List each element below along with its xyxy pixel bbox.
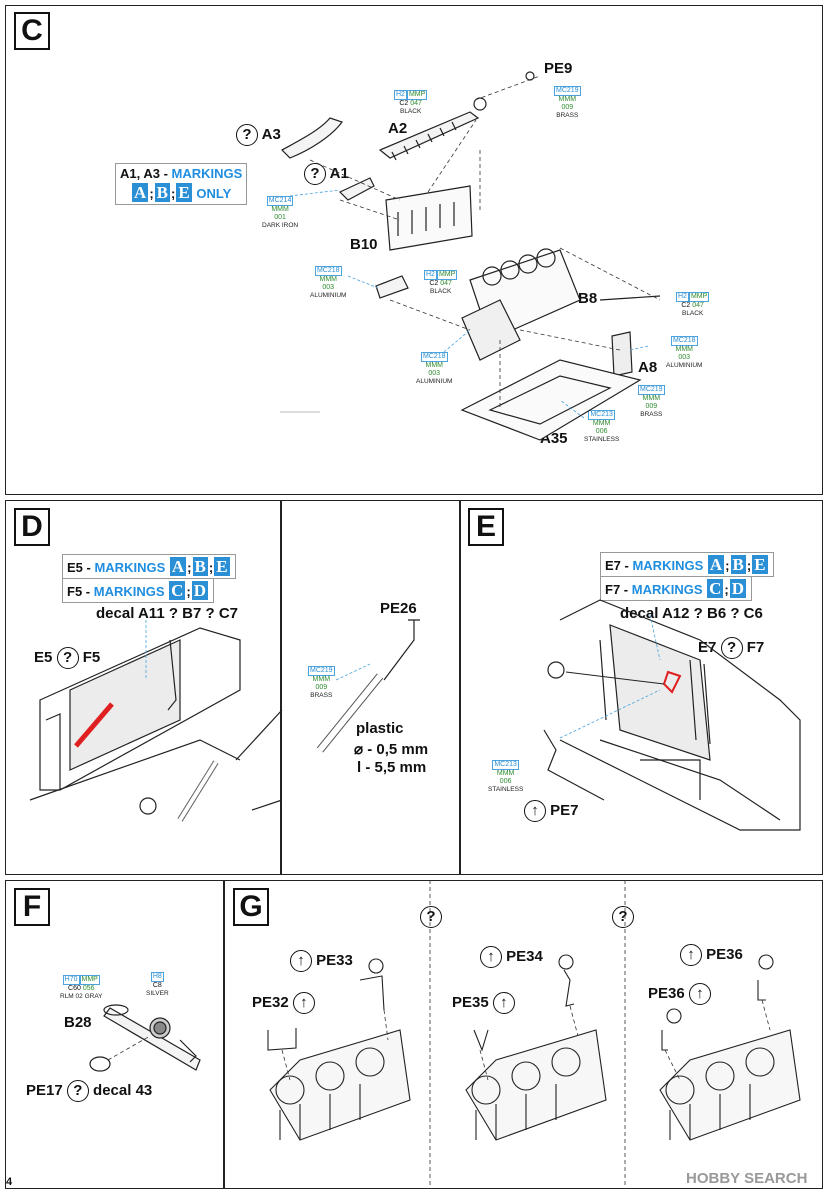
paint-callout-aluminium-b8: MC218 MMM 003 ALUMINIUM bbox=[416, 352, 453, 385]
question-icon: ? bbox=[420, 906, 442, 928]
paint-callout-stainless-a35: MC213 MMM 006 STAINLESS bbox=[584, 410, 620, 443]
arrow-up-icon: ↑ bbox=[492, 992, 515, 1014]
paint-callout-brass-pe26: MC219 MMM 009 BRASS bbox=[308, 666, 335, 699]
question-icon: ? bbox=[720, 637, 743, 659]
part-pe7-label: ↑ PE7 bbox=[524, 800, 579, 822]
part-a2-label: A2 bbox=[388, 120, 408, 137]
paint-callout-dark-iron: MC214 MMM 001 DARK IRON bbox=[262, 196, 299, 229]
arrow-up-icon: ↑ bbox=[524, 800, 546, 822]
step-c-label: C bbox=[14, 12, 50, 50]
part-pe32-label: PE32 ↑ bbox=[252, 992, 315, 1014]
question-icon: ? bbox=[66, 1080, 89, 1102]
part-a1-label: ? A1 bbox=[304, 163, 349, 185]
paint-callout-stainless-pe7: MC213 MMM 006 STAINLESS bbox=[488, 760, 524, 793]
paint-callout-silver: H8 C8 SILVER bbox=[146, 972, 169, 997]
paint-callout-brass-a8: MC219 MMM 009 BRASS bbox=[638, 385, 665, 418]
pe17-decal-label: PE17 ? decal 43 bbox=[26, 1080, 152, 1102]
watermark: HOBBY SEARCH bbox=[686, 1170, 808, 1187]
part-pe33-label: ↑ PE33 bbox=[290, 950, 353, 972]
step-d-label: D bbox=[14, 508, 50, 546]
arrow-up-icon: ↑ bbox=[688, 983, 711, 1005]
markings-box-f7: F7 - MARKINGS C;D bbox=[600, 576, 753, 601]
paint-callout-aluminium-b10: MC218 MMM 003 ALUMINIUM bbox=[310, 266, 347, 299]
page-number: 4 bbox=[6, 1176, 13, 1188]
question-icon: ? bbox=[612, 906, 634, 928]
part-pe34-label: ↑ PE34 bbox=[480, 946, 543, 968]
question-icon: ? bbox=[304, 163, 326, 185]
part-pe35-label: PE35 ↑ bbox=[452, 992, 515, 1014]
markings-only: ONLY bbox=[196, 186, 232, 201]
paint-callout-aluminium-a8: MC218 MMM 003 ALUMINIUM bbox=[666, 336, 703, 369]
part-a8-label: A8 bbox=[638, 359, 658, 376]
step-d-panel bbox=[5, 500, 281, 875]
part-a35-label: A35 bbox=[540, 430, 568, 447]
step-g-panel bbox=[224, 880, 823, 1189]
marking-letter-e: E bbox=[176, 183, 192, 202]
part-pe36b-label: PE36 ↑ bbox=[648, 983, 711, 1005]
arrow-up-icon: ↑ bbox=[680, 944, 702, 966]
arrow-up-icon: ↑ bbox=[480, 946, 502, 968]
step-e-label: E bbox=[468, 508, 504, 546]
part-b10-label: B10 bbox=[350, 236, 378, 253]
markings-word: MARKINGS bbox=[171, 166, 243, 181]
arrow-up-icon: ↑ bbox=[290, 950, 312, 972]
decal-d-label: decal A11 ? B7 ? C7 bbox=[96, 605, 239, 622]
part-a3-label: ? A3 bbox=[236, 124, 281, 146]
step-e-panel bbox=[460, 500, 823, 875]
marking-letter-b: B bbox=[154, 183, 171, 202]
step-g-label: G bbox=[233, 888, 269, 926]
plastic-diameter: ⌀ - 0,5 mm bbox=[354, 741, 429, 758]
step-c-panel bbox=[5, 5, 823, 495]
plastic-length: l - 5,5 mm bbox=[357, 759, 427, 776]
markings-box-f5: F5 - MARKINGS C;D bbox=[62, 578, 215, 603]
plastic-label: plastic bbox=[356, 720, 404, 737]
marking-letter-a: A bbox=[132, 183, 149, 202]
markings-prefix: A1, A3 - bbox=[120, 166, 172, 181]
paint-callout-brass-pe9: MC219 MMM 009 BRASS bbox=[554, 86, 581, 119]
part-b8-label: B8 bbox=[578, 290, 598, 307]
question-icon: ? bbox=[56, 647, 79, 669]
e5-f5-label: E5 ? F5 bbox=[34, 647, 100, 669]
part-pe26-label: PE26 bbox=[380, 600, 417, 617]
arrow-up-icon: ↑ bbox=[292, 992, 315, 1014]
part-a1: A1 bbox=[329, 164, 349, 182]
e7-f7-label: E7 ? F7 bbox=[698, 637, 764, 659]
part-pe9-label: PE9 bbox=[544, 60, 573, 77]
part-a3: A3 bbox=[261, 125, 281, 143]
decal-e-label: decal A12 ? B6 ? C6 bbox=[620, 605, 763, 622]
markings-box-a1-a3: A1, A3 - MARKINGS A;B;E ONLY bbox=[115, 163, 248, 205]
markings-box-e5: E5 - MARKINGS A;B;E bbox=[62, 554, 236, 579]
step-f-label: F bbox=[14, 888, 50, 926]
markings-box-e7: E7 - MARKINGS A;B;E bbox=[600, 552, 774, 577]
question-icon: ? bbox=[236, 124, 258, 146]
step-f-panel bbox=[5, 880, 224, 1189]
part-b28-label: B28 bbox=[64, 1014, 92, 1031]
part-pe36a-label: ↑ PE36 bbox=[680, 944, 743, 966]
step-d-detail-panel bbox=[281, 500, 460, 875]
